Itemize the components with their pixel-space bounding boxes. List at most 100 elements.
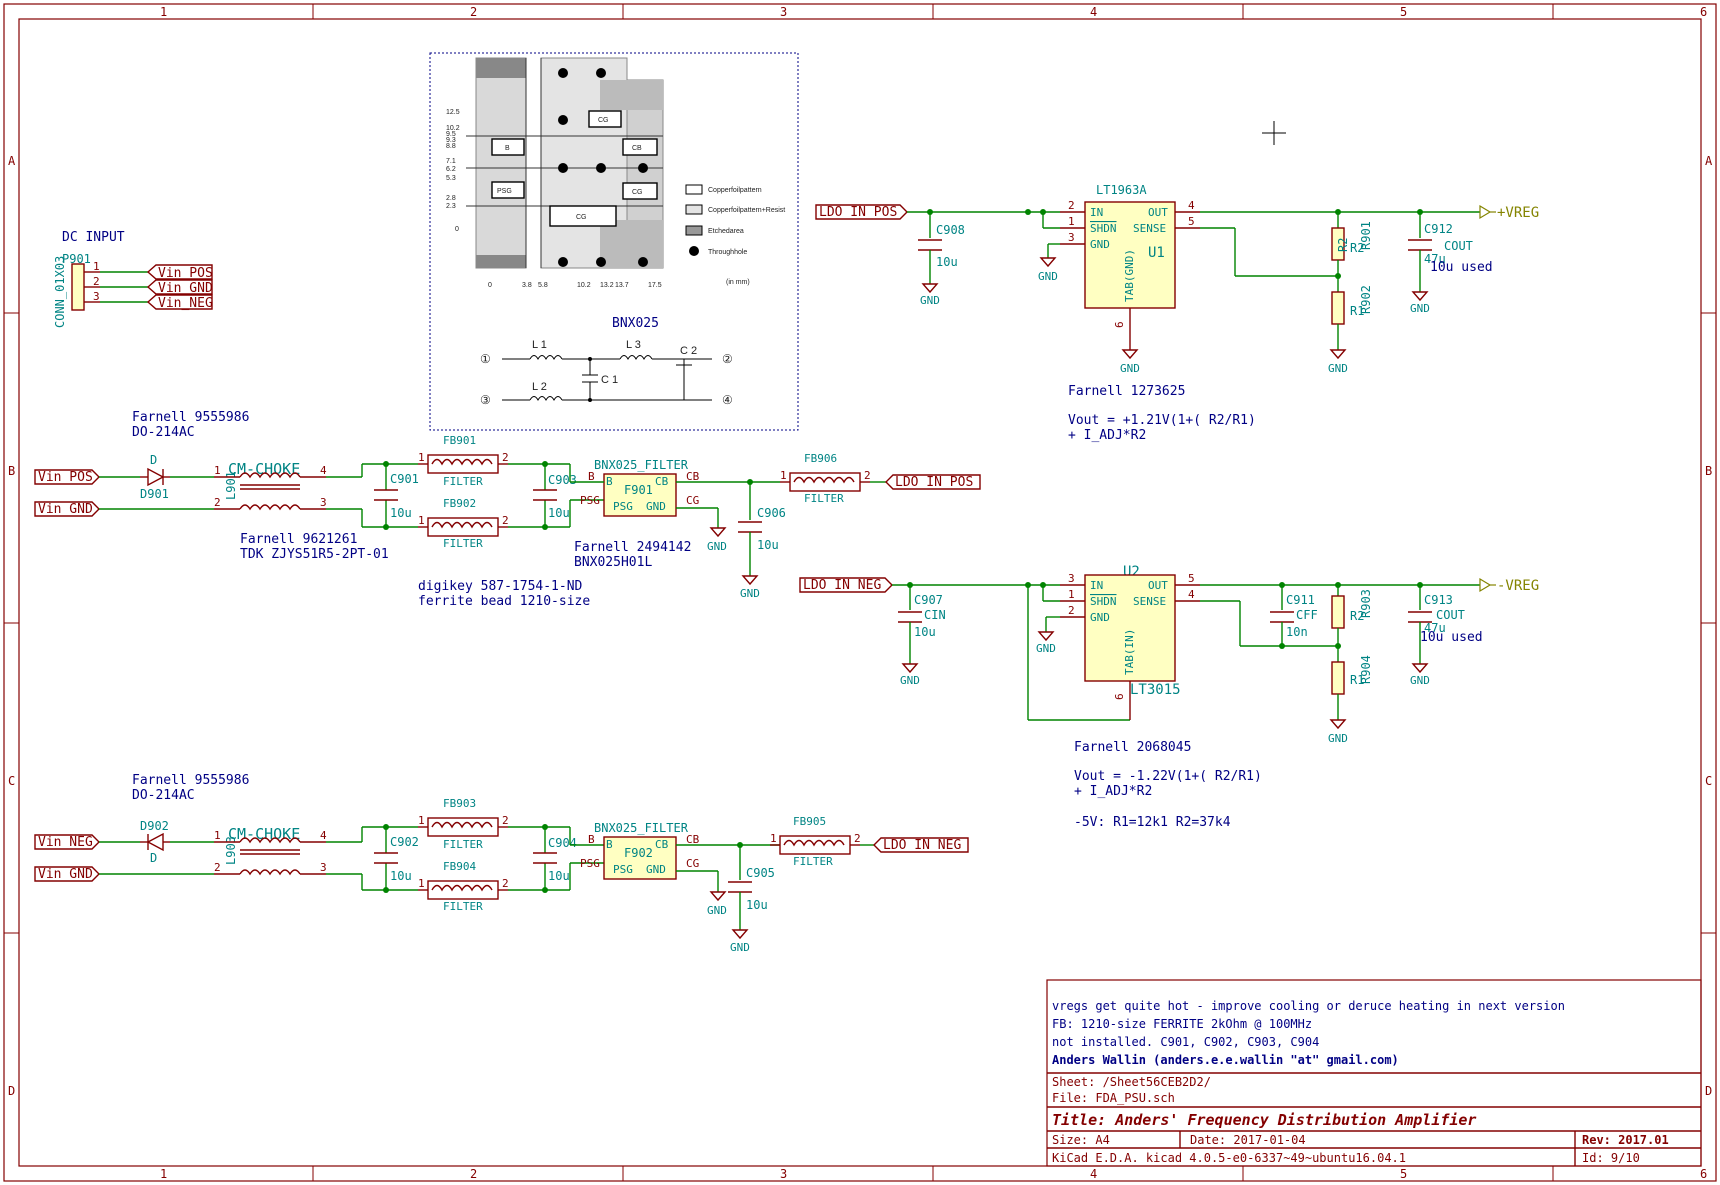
dc-input-connector[interactable]: DC INPUT P901 CONN_01X03 1 2 3 Vin_POS V… — [53, 230, 213, 328]
l903-pin-3: 3 — [320, 861, 327, 874]
frame-row-a-right: A — [1705, 154, 1713, 168]
r904-label-r1: R1 — [1350, 673, 1364, 687]
fb906-pin-1: 1 — [780, 469, 787, 482]
u1-ref: U1 — [1148, 245, 1165, 261]
fb902-pin-2: 2 — [502, 514, 509, 527]
r901-ref: R901 — [1359, 221, 1373, 250]
d902-ref: D902 — [140, 819, 169, 833]
ferrite-fb903[interactable]: FB903 1 2 FILTER — [418, 797, 509, 851]
pos-input-filter: Farnell 9555986 DO-214AC Vin_POS Vin_GND… — [34, 410, 981, 609]
capacitor-c905[interactable]: C905 10u — [728, 866, 775, 912]
ferrite-fb905[interactable]: FB905 1 2 FILTER — [770, 815, 861, 868]
neg-reg-note: -5V: R1=12k1 R2=37k4 — [1074, 815, 1231, 830]
f901-pin-b: B — [588, 470, 595, 483]
neg-diode-package: DO-214AC — [132, 788, 195, 803]
label-vin-pos-text: Vin_POS — [38, 470, 93, 485]
circuit-l3: L 3 — [626, 339, 641, 351]
capacitor-c901[interactable]: C901 10u — [374, 472, 419, 520]
diode-d901[interactable]: D D901 — [140, 453, 170, 501]
u1-pin-2: 2 — [1068, 199, 1075, 212]
pos-reg-farnell: Farnell 1273625 — [1068, 384, 1185, 399]
l903-ref: L903 — [224, 836, 238, 865]
capacitor-c908[interactable]: C908 10u — [918, 223, 965, 269]
power-port-minus-vreg: -VREG — [1479, 577, 1539, 594]
layout-ytick-3: 9.3 — [446, 137, 456, 144]
layout-ytick-10: 0 — [455, 226, 459, 233]
label-vin-gnd-conn: Vin_GND — [158, 281, 213, 296]
u1-tab-gnd: GND — [1120, 362, 1140, 375]
tb-file: File: FDA_PSU.sch — [1052, 1091, 1175, 1105]
u2-pin-6: 6 — [1113, 693, 1126, 700]
fb905-value: FILTER — [793, 855, 833, 868]
layout-ytick-5: 7.1 — [446, 158, 456, 165]
resistor-r901[interactable]: R2 R901 R2 — [1331, 221, 1373, 261]
c905-gnd: GND — [730, 941, 750, 954]
cm-choke-l903[interactable]: CM-CHOKE L903 1 2 3 4 — [214, 825, 327, 876]
label-vin-neg — [34, 834, 100, 850]
bnx025-figure: B CB PSG CG CG CG 12.5 10.2 9.5 9.3 8.8 … — [429, 52, 799, 431]
capacitor-c913[interactable]: C913 COUT 47u — [1408, 593, 1465, 635]
layout-xtick-0: 0 — [488, 282, 492, 289]
u1-pin-5: 5 — [1188, 215, 1195, 228]
capacitor-c906[interactable]: C906 10u — [738, 506, 786, 552]
label-ldo-in-neg-text: LDO_IN_NEG — [803, 578, 881, 593]
c908-value: 10u — [936, 255, 958, 269]
c907-value-sub: 10u — [914, 625, 936, 639]
bnx025-caption: BNX025 — [612, 316, 659, 331]
fb904-value: FILTER — [443, 900, 483, 913]
c913-value: COUT — [1436, 608, 1465, 622]
u2-pin-tab: TAB(IN) — [1123, 629, 1136, 675]
frame-col-1-bottom: 1 — [160, 1167, 167, 1181]
layout-label-psg: PSG — [497, 188, 512, 195]
fb906-value: FILTER — [804, 492, 844, 505]
bnx-filter-f901[interactable]: BNX025_FILTER F901 B CB PSG GND B PSG CB… — [580, 458, 700, 517]
fb903-ref: FB903 — [443, 797, 476, 810]
f902-ref: F902 — [624, 846, 653, 860]
ferrite-fb906[interactable]: FB906 1 2 FILTER — [780, 452, 871, 505]
capacitor-c912[interactable]: C912 COUT 47u — [1408, 222, 1473, 266]
frame-col-2-top: 2 — [470, 5, 477, 19]
f902-pin-psg: PSG — [580, 857, 600, 870]
fb905-pin-1: 1 — [770, 832, 777, 845]
u1-part: LT1963A — [1096, 183, 1147, 197]
ic-u1-lt1963a[interactable]: LT1963A 2 1 3 4 5 6 IN SHDN GND OUT SENS… — [1060, 183, 1200, 350]
r902-gnd: GND — [1328, 362, 1348, 375]
ferrite-fb901[interactable]: FB901 1 2 FILTER — [418, 434, 509, 488]
u1-pin-3: 3 — [1068, 231, 1075, 244]
bnx025-equivalent-circuit — [502, 355, 712, 402]
diode-d902[interactable]: D902 D — [140, 819, 170, 865]
ferrite-fb902[interactable]: FB902 1 2 FILTER — [418, 497, 509, 550]
frame-col-3-bottom: 3 — [780, 1167, 787, 1181]
bnx-filter-f902[interactable]: BNX025_FILTER F902 B CB PSG GND B PSG CB… — [580, 821, 700, 880]
r902-label-r1: R1 — [1350, 304, 1364, 318]
layout-ytick-7: 5.3 — [446, 175, 456, 182]
pos-bead-note: ferrite bead 1210-size — [418, 594, 590, 609]
capacitor-c911[interactable]: C911 CFF 10n — [1270, 593, 1318, 639]
fb905-pin-2: 2 — [854, 832, 861, 845]
f902-pin-gnd-inner: GND — [646, 863, 666, 876]
label-ldo-in-neg-out-text: LDO_IN_NEG — [883, 838, 961, 853]
c902-value: 10u — [390, 869, 412, 883]
l901-pin-3: 3 — [320, 496, 327, 509]
label-vin-neg-text: Vin_NEG — [38, 835, 93, 850]
c901-value: 10u — [390, 506, 412, 520]
capacitor-c907[interactable]: C907 CIN 10u — [898, 593, 946, 639]
c906-ref: C906 — [757, 506, 786, 520]
c905-ref: C905 — [746, 866, 775, 880]
u1-pin-sense: SENSE — [1133, 222, 1166, 235]
d902-value: D — [150, 851, 157, 865]
c911-value-sub: 10n — [1286, 625, 1308, 639]
u1-pin-6: 6 — [1113, 321, 1126, 328]
capacitor-c902[interactable]: C902 10u — [374, 835, 419, 883]
tb-title: Title: Anders' Frequency Distribution Am… — [1052, 1111, 1476, 1129]
resistor-r904[interactable]: R904 R1 — [1331, 655, 1373, 695]
label-ldo-in-pos — [815, 204, 908, 220]
ferrite-fb904[interactable]: FB904 1 2 FILTER — [418, 860, 509, 913]
ic-u2-lt3015[interactable]: U2 3 1 2 5 4 6 IN SHDN GND OUT SENSE TAB… — [1060, 564, 1200, 720]
resistor-r903[interactable]: R903 R2 — [1331, 589, 1373, 629]
c902-ref: C902 — [390, 835, 419, 849]
cm-choke-l901[interactable]: CM-CHOKE L901 1 2 3 4 — [214, 460, 327, 511]
layout-unit: (in mm) — [726, 279, 750, 286]
c903-value: 10u — [548, 506, 570, 520]
fb901-value: FILTER — [443, 475, 483, 488]
